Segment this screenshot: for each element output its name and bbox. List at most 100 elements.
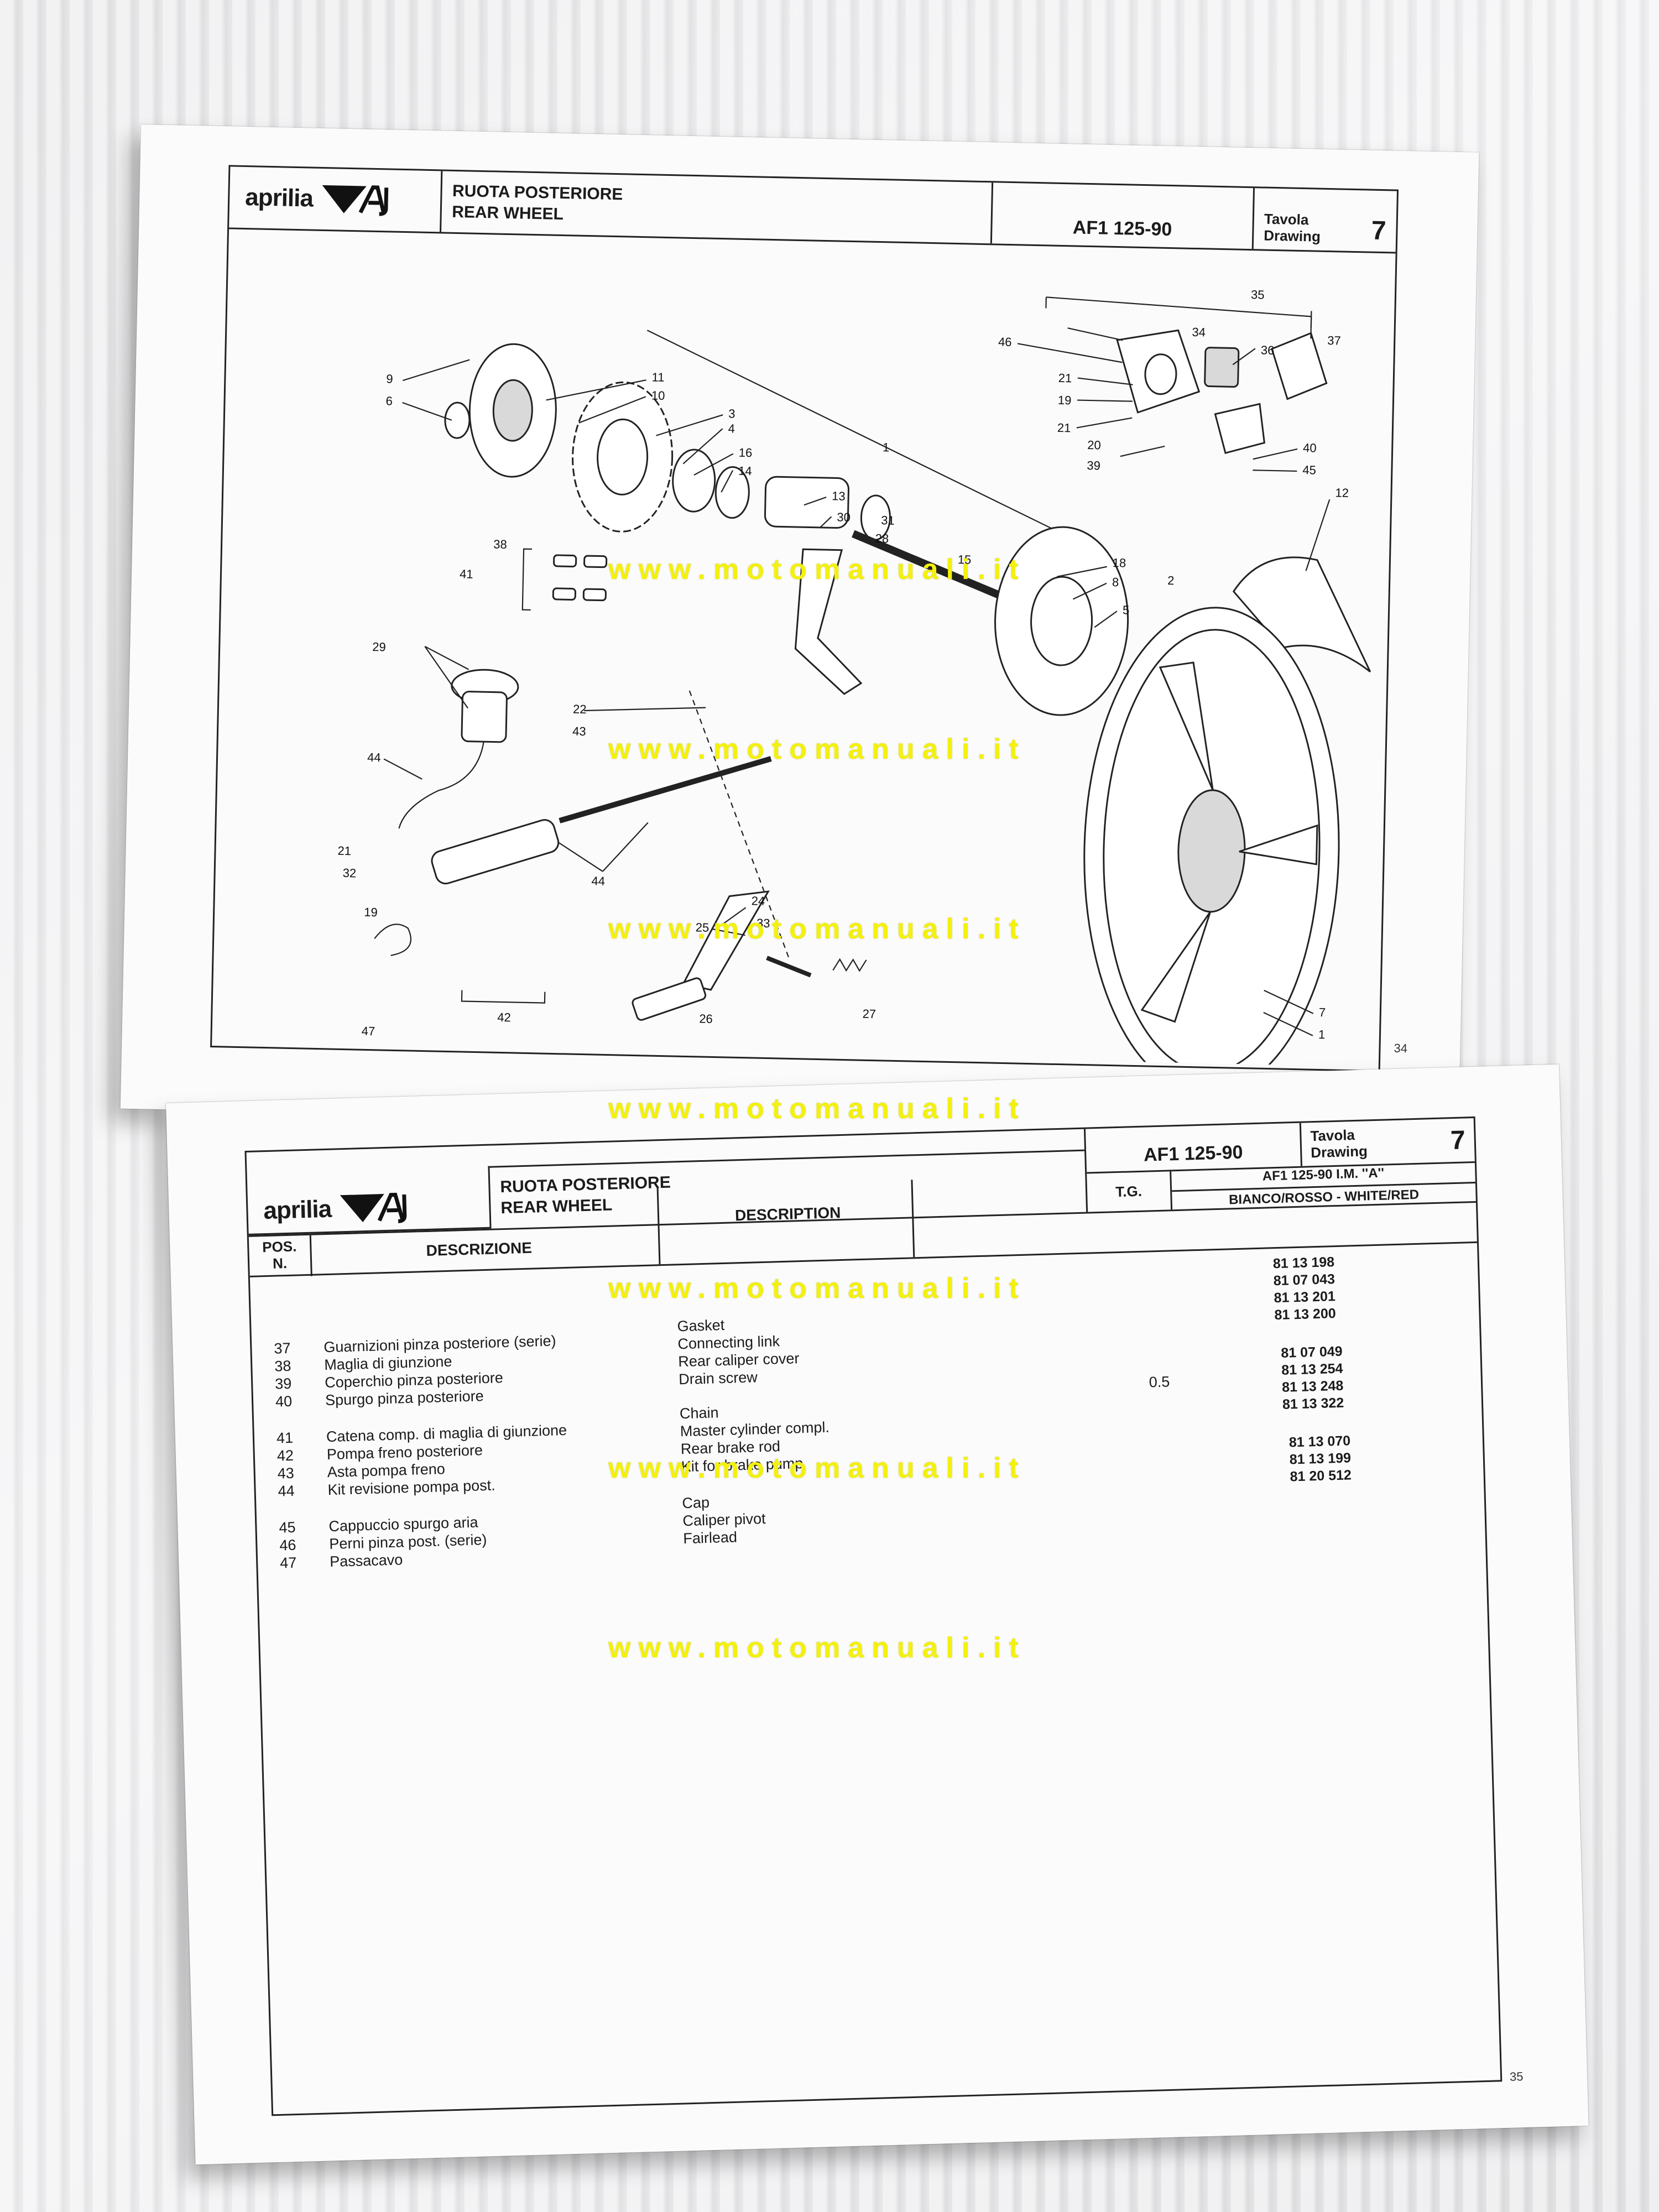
- watermark: www.motomanuali.it: [608, 1452, 1026, 1484]
- callout: 10: [651, 388, 665, 403]
- part-code: 81 13 248: [1281, 1378, 1344, 1395]
- desc-en: Connecting link: [677, 1333, 780, 1353]
- part-code: 81 20 512: [1290, 1467, 1352, 1485]
- callout: 36: [1261, 343, 1275, 357]
- desc-en: Caliper pivot: [682, 1510, 766, 1530]
- drawing-number: 7: [1371, 216, 1387, 246]
- callout: 9: [386, 372, 393, 385]
- callout: 27: [862, 1007, 876, 1021]
- callout: 21: [1058, 371, 1072, 385]
- callout: 22: [573, 702, 587, 717]
- callout: 7: [1319, 1005, 1326, 1019]
- callout: 20: [1087, 438, 1101, 452]
- part-code: 81 07 049: [1281, 1343, 1343, 1361]
- table-row: 38: [274, 1357, 291, 1375]
- part-code: 81 13 200: [1274, 1306, 1337, 1323]
- brand-logo: aprilia: [229, 166, 441, 232]
- brand-logo: aprilia: [247, 1182, 490, 1235]
- callout: 29: [372, 640, 386, 654]
- callout: 26: [699, 1011, 713, 1026]
- desc-it: Spurgo pinza posteriore: [325, 1387, 484, 1409]
- drawing-cell: Tavola Drawing 7: [1251, 188, 1397, 252]
- desc-en: Gasket: [677, 1316, 725, 1335]
- callout: 43: [572, 724, 586, 739]
- callout: 6: [385, 394, 393, 408]
- callout: 16: [739, 446, 753, 460]
- table-row: 37: [274, 1339, 291, 1357]
- tavola-label: Tavola: [1264, 210, 1309, 228]
- table-row: 43: [277, 1464, 295, 1482]
- tavola-label: Tavola: [1310, 1126, 1355, 1145]
- callout: 18: [1113, 556, 1126, 570]
- desc-en-header: DESCRIPTION: [734, 1204, 841, 1224]
- page-number: 34: [1394, 1041, 1408, 1056]
- callout: 30: [837, 510, 851, 525]
- callout: 5: [1123, 603, 1130, 617]
- callout: 4: [728, 421, 735, 435]
- table-row: 46: [279, 1536, 296, 1554]
- desc-it-header: DESCRIZIONE: [426, 1239, 533, 1259]
- drawing-label: Drawing: [1264, 227, 1321, 245]
- manual-page-35: aprilia RUOTA POSTERIORE REAR WHEEL AF1 …: [166, 1064, 1589, 2165]
- table-row: 44: [278, 1482, 295, 1500]
- callout: 2: [1167, 573, 1175, 587]
- part-code: 81 13 201: [1274, 1288, 1336, 1306]
- watermark: www.motomanuali.it: [608, 554, 1026, 586]
- part-code: 81 13 322: [1282, 1395, 1344, 1412]
- callout: 32: [342, 866, 356, 880]
- callout: 12: [1335, 486, 1349, 500]
- part-code: 81 13 254: [1281, 1360, 1343, 1378]
- callout: 19: [364, 905, 378, 920]
- callout: 19: [1058, 393, 1072, 408]
- callout: 25: [696, 920, 709, 935]
- callout: 44: [367, 750, 381, 765]
- right-header: AF1 125-90 Tavola Drawing 7 T.G.: [1083, 1118, 1476, 1212]
- callout: 21: [1057, 421, 1071, 435]
- table-row: 41: [276, 1429, 294, 1447]
- callout: 41: [460, 567, 473, 581]
- brand-wordmark: aprilia: [263, 1195, 332, 1225]
- table-row: 47: [279, 1554, 297, 1572]
- callout: 11: [651, 370, 664, 384]
- callout: 40: [1303, 441, 1317, 455]
- part-code: 81 13 199: [1289, 1450, 1352, 1468]
- desc-en: Rear caliper cover: [677, 1350, 800, 1370]
- page-number: 35: [1509, 2069, 1524, 2084]
- watermark: www.motomanuali.it: [608, 1272, 1026, 1305]
- aprilia-logo-icon: [340, 1192, 406, 1223]
- callout: 21: [337, 844, 351, 858]
- part-code: 81 07 043: [1273, 1271, 1335, 1289]
- table-row: 40: [275, 1392, 293, 1410]
- callout: 3: [728, 406, 735, 420]
- desc-it: Perni pinza post. (serie): [328, 1531, 487, 1553]
- callout: 14: [738, 464, 752, 478]
- desc-en: Fairlead: [682, 1528, 738, 1547]
- title-cell: RUOTA POSTERIORE REAR WHEEL: [440, 171, 992, 244]
- exploded-rear-wheel-diagram: 35 37 34 46 36 21 19 21 20 39 40 45 12 9…: [337, 288, 1371, 1067]
- callout: 1: [883, 440, 890, 454]
- watermark: www.motomanuali.it: [608, 1632, 1026, 1664]
- callout: 31: [881, 513, 895, 528]
- parts-rows: 37 38 39 40 41 42 43 44 45 46 47 Guarniz…: [250, 1251, 1491, 1783]
- desc-en: Drain screw: [678, 1369, 758, 1388]
- desc-it: Pompa freno posteriore: [326, 1442, 483, 1463]
- aprilia-logo-icon: [322, 185, 388, 216]
- callout: 33: [757, 916, 770, 931]
- part-code: 81 13 198: [1272, 1254, 1335, 1272]
- part-code: 81 13 070: [1288, 1433, 1351, 1451]
- parts-table-frame: aprilia RUOTA POSTERIORE REAR WHEEL AF1 …: [244, 1116, 1503, 2116]
- model-cell: AF1 125-90: [990, 182, 1254, 249]
- callout: 47: [361, 1024, 375, 1039]
- callout: 28: [875, 531, 889, 546]
- watermark: www.motomanuali.it: [608, 913, 1026, 945]
- page-header: aprilia RUOTA POSTERIORE REAR WHEEL AF1 …: [229, 166, 1397, 254]
- callout: 13: [832, 489, 846, 503]
- callout: 46: [998, 335, 1012, 349]
- watermark: www.motomanuali.it: [608, 1093, 1026, 1125]
- brand-wordmark: aprilia: [244, 183, 314, 212]
- drawing-label: Drawing: [1310, 1142, 1368, 1161]
- callout: 35: [1251, 288, 1265, 302]
- watermark: www.motomanuali.it: [608, 733, 1026, 765]
- desc-en: Cap: [682, 1494, 710, 1512]
- callout: 39: [1087, 458, 1100, 473]
